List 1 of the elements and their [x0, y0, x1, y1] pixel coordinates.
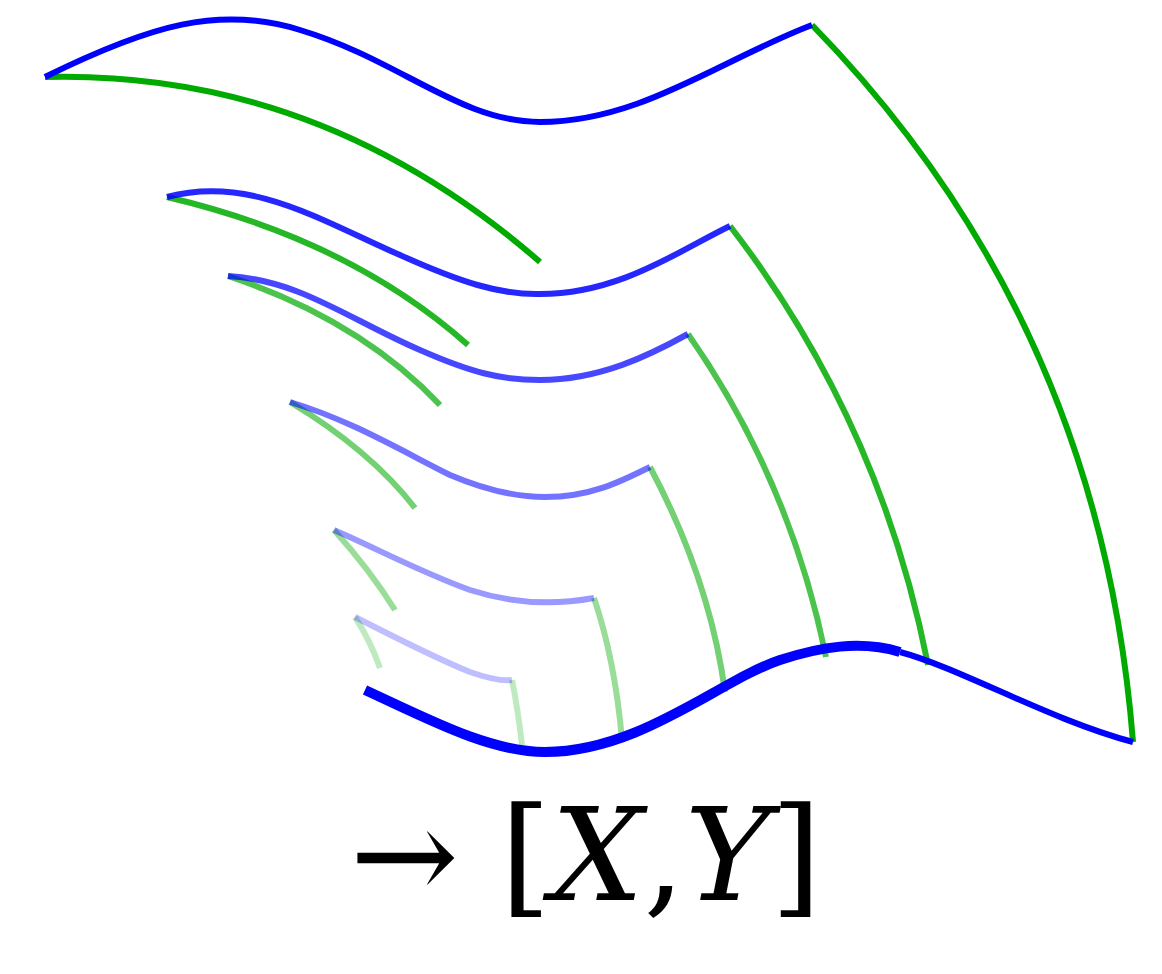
math-expression: → [X,Y]	[350, 790, 822, 920]
